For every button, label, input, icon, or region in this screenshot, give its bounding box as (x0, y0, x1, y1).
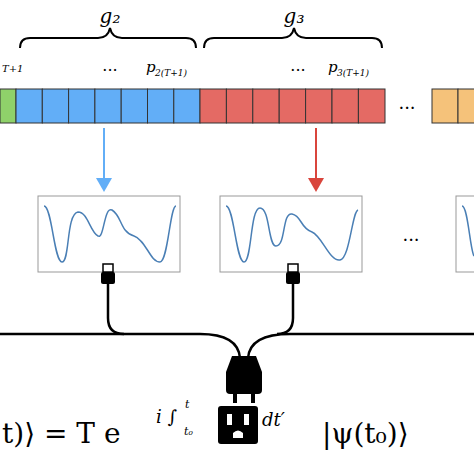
register-label: p (146, 60, 156, 75)
brace (20, 28, 382, 48)
ellipsis: ... (402, 226, 419, 244)
equation-exponent: dt′ (262, 411, 285, 429)
outlet-symbol (218, 406, 258, 444)
equation-exponent: i ∫ (156, 408, 177, 426)
index-subscript: 3(T+1) (337, 69, 369, 78)
power-plug (226, 356, 262, 403)
group-label: g₃ (284, 6, 305, 26)
arrow (96, 128, 324, 192)
index-subscript: 2(T+1) (155, 69, 187, 78)
ellipsis: ... (102, 58, 117, 74)
group-label: g₂ (100, 6, 121, 26)
ellipsis: ... (290, 58, 305, 74)
ellipsis: ... (398, 94, 415, 112)
index-subscript: T+1 (2, 64, 23, 74)
integral-limit: t₀ (184, 426, 193, 437)
equation-part: t)⟩ = T e (2, 420, 121, 448)
pulse-plot (38, 196, 474, 272)
register-label: p (328, 60, 338, 75)
integral-limit: t (185, 399, 189, 410)
equation-part: |ψ(t₀)⟩ (322, 420, 409, 448)
cable (0, 264, 474, 358)
register-band (0, 89, 474, 123)
